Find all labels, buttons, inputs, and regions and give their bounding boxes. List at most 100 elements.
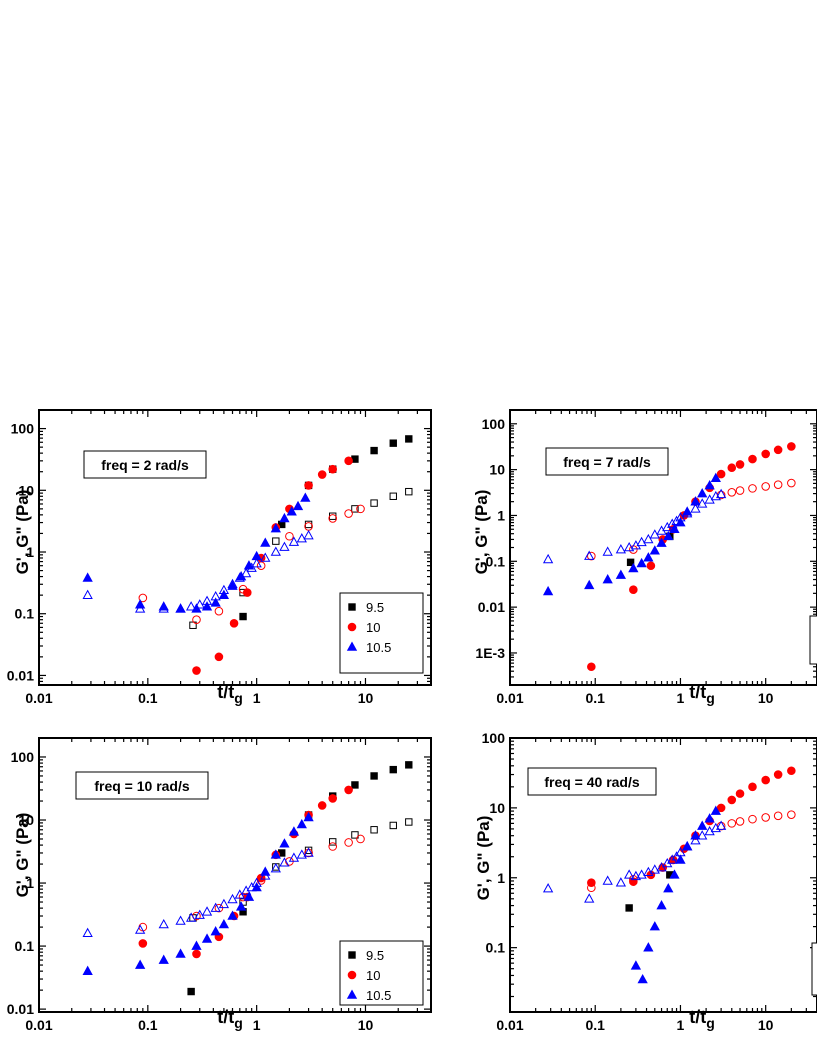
- point-circle-loss-10: [773, 480, 783, 489]
- point-triangle-loss-10_5: [675, 846, 686, 857]
- ylabel-panel-3: G', G" (Pa): [13, 813, 32, 898]
- point-triangle-loss-10_5: [643, 533, 654, 544]
- point-triangle-storage-10_5: [663, 530, 674, 541]
- xlabel-main-3: t/t: [217, 1007, 234, 1027]
- point-triangle-storage-10_5: [636, 557, 647, 568]
- point-square-storage-9_5: [370, 772, 378, 780]
- point-triangle-loss-10_5: [201, 906, 213, 916]
- point-triangle-loss-10_5: [270, 862, 281, 873]
- point-triangle-storage-10_5: [260, 537, 271, 547]
- point-triangle-storage-10_5: [704, 479, 715, 490]
- y-tick-label: 0.1: [15, 938, 35, 954]
- point-triangle-loss-10_5: [662, 521, 673, 532]
- xlabel-sub-2: g: [706, 690, 715, 706]
- point-circle-storage-10: [748, 782, 757, 792]
- y-tick-label: 10: [18, 812, 34, 828]
- data-layer-4: [542, 766, 796, 984]
- point-triangle-storage-10_5: [628, 562, 639, 573]
- point-triangle-loss-10_5: [715, 488, 727, 499]
- point-triangle-storage-10_5: [218, 918, 230, 929]
- point-triangle-loss-10_5: [296, 533, 307, 543]
- legend-2: [809, 615, 817, 665]
- xlabel-sub-3: g: [234, 1015, 243, 1031]
- point-triangle-storage-10_5: [270, 849, 281, 859]
- point-triangle-loss-10_5: [246, 562, 257, 572]
- point-circle-loss-10: [727, 488, 737, 497]
- point-triangle-loss-10_5: [210, 590, 221, 601]
- point-triangle-storage-10_5: [270, 523, 281, 533]
- legend-4: [811, 942, 817, 996]
- data-layer-3: [82, 761, 413, 996]
- point-circle-loss-10: [356, 834, 365, 844]
- x-tick-label: 0.01: [25, 1017, 52, 1033]
- point-circle-storage-10: [192, 949, 201, 959]
- chart-panel-freq-10: G', G" (Pa) t/tg freq = 10 rad/s: [13, 771, 243, 1031]
- point-triangle-loss-10_5: [227, 578, 238, 589]
- y-tick-label: 1: [497, 507, 505, 523]
- point-triangle-storage-10_5: [602, 574, 613, 584]
- point-circle-storage-10: [727, 795, 737, 805]
- point-triangle-storage-10_5: [243, 891, 255, 901]
- point-circle-loss-10: [328, 514, 338, 523]
- point-triangle-storage-10_5: [235, 901, 247, 911]
- point-triangle-loss-10_5: [623, 869, 635, 879]
- x-tick-label: 1: [253, 690, 261, 706]
- point-triangle-loss-10_5: [194, 599, 205, 609]
- xlabel-panel-2: t/tg: [689, 682, 715, 706]
- point-square-storage-9_5: [389, 439, 397, 447]
- point-triangle-storage-10_5: [288, 826, 300, 836]
- point-triangle-loss-10_5: [185, 912, 197, 922]
- legend-box: [811, 942, 817, 996]
- legend-marker-triangle: [346, 989, 358, 999]
- y-tick-label: 0.01: [7, 667, 34, 683]
- xlabel-sub-1: g: [234, 690, 243, 706]
- point-circle-storage-10: [344, 785, 353, 795]
- point-triangle-storage-10_5: [584, 579, 595, 590]
- point-square-storage-9_5: [625, 904, 633, 912]
- x-tick-label: 0.1: [138, 690, 158, 706]
- point-triangle-loss-10_5: [704, 825, 715, 836]
- point-triangle-storage-10_5: [210, 926, 221, 936]
- point-triangle-loss-10_5: [185, 601, 197, 611]
- point-square-storage-9_5: [389, 765, 397, 774]
- legend-label: 10: [366, 968, 380, 983]
- point-triangle-storage-10_5: [218, 589, 230, 599]
- point-triangle-storage-10_5: [663, 883, 674, 893]
- y-tick-label: 1E-3: [475, 645, 505, 661]
- point-triangle-loss-10_5: [630, 870, 642, 881]
- point-circle-storage-10: [787, 766, 796, 776]
- point-circle-storage-10: [761, 775, 770, 785]
- point-triangle-loss-10_5: [615, 544, 627, 554]
- point-triangle-loss-10_5: [636, 536, 647, 547]
- point-triangle-storage-10_5: [542, 585, 554, 596]
- point-square-loss-9_5: [370, 499, 378, 507]
- ylabel-panel-4: G', G" (Pa): [474, 816, 493, 901]
- x-tick-label: 0.01: [496, 1017, 523, 1033]
- point-square-storage-9_5: [370, 446, 378, 455]
- point-circle-loss-10: [773, 811, 783, 821]
- legend-marker-square: [348, 951, 356, 959]
- xlabel-main-4: t/t: [689, 1007, 706, 1027]
- y-tick-label: 0.1: [486, 940, 506, 956]
- point-triangle-loss-10_5: [542, 553, 554, 564]
- x-tick-label: 10: [758, 690, 774, 706]
- x-tick-label: 1: [677, 690, 685, 706]
- point-circle-loss-10: [344, 509, 353, 518]
- point-circle-storage-10: [787, 442, 796, 451]
- point-circle-loss-10: [138, 593, 148, 603]
- point-triangle-loss-10_5: [288, 536, 300, 546]
- point-triangle-loss-10_5: [667, 518, 678, 528]
- xlabel-panel-4: t/tg: [689, 1007, 715, 1031]
- legend-label: 9.5: [366, 948, 384, 963]
- point-triangle-storage-10_5: [710, 805, 721, 815]
- data-layer-2: [542, 442, 796, 672]
- point-triangle-loss-10_5: [715, 820, 727, 830]
- y-tick-label: 100: [482, 730, 506, 746]
- x-tick-label: 0.1: [585, 1017, 605, 1033]
- point-circle-storage-10: [646, 561, 656, 571]
- point-triangle-storage-10_5: [630, 960, 642, 970]
- y-tick-label: 0.1: [15, 606, 35, 622]
- point-triangle-storage-10_5: [296, 818, 307, 829]
- point-triangle-storage-10_5: [286, 506, 297, 516]
- point-triangle-storage-10_5: [649, 921, 660, 931]
